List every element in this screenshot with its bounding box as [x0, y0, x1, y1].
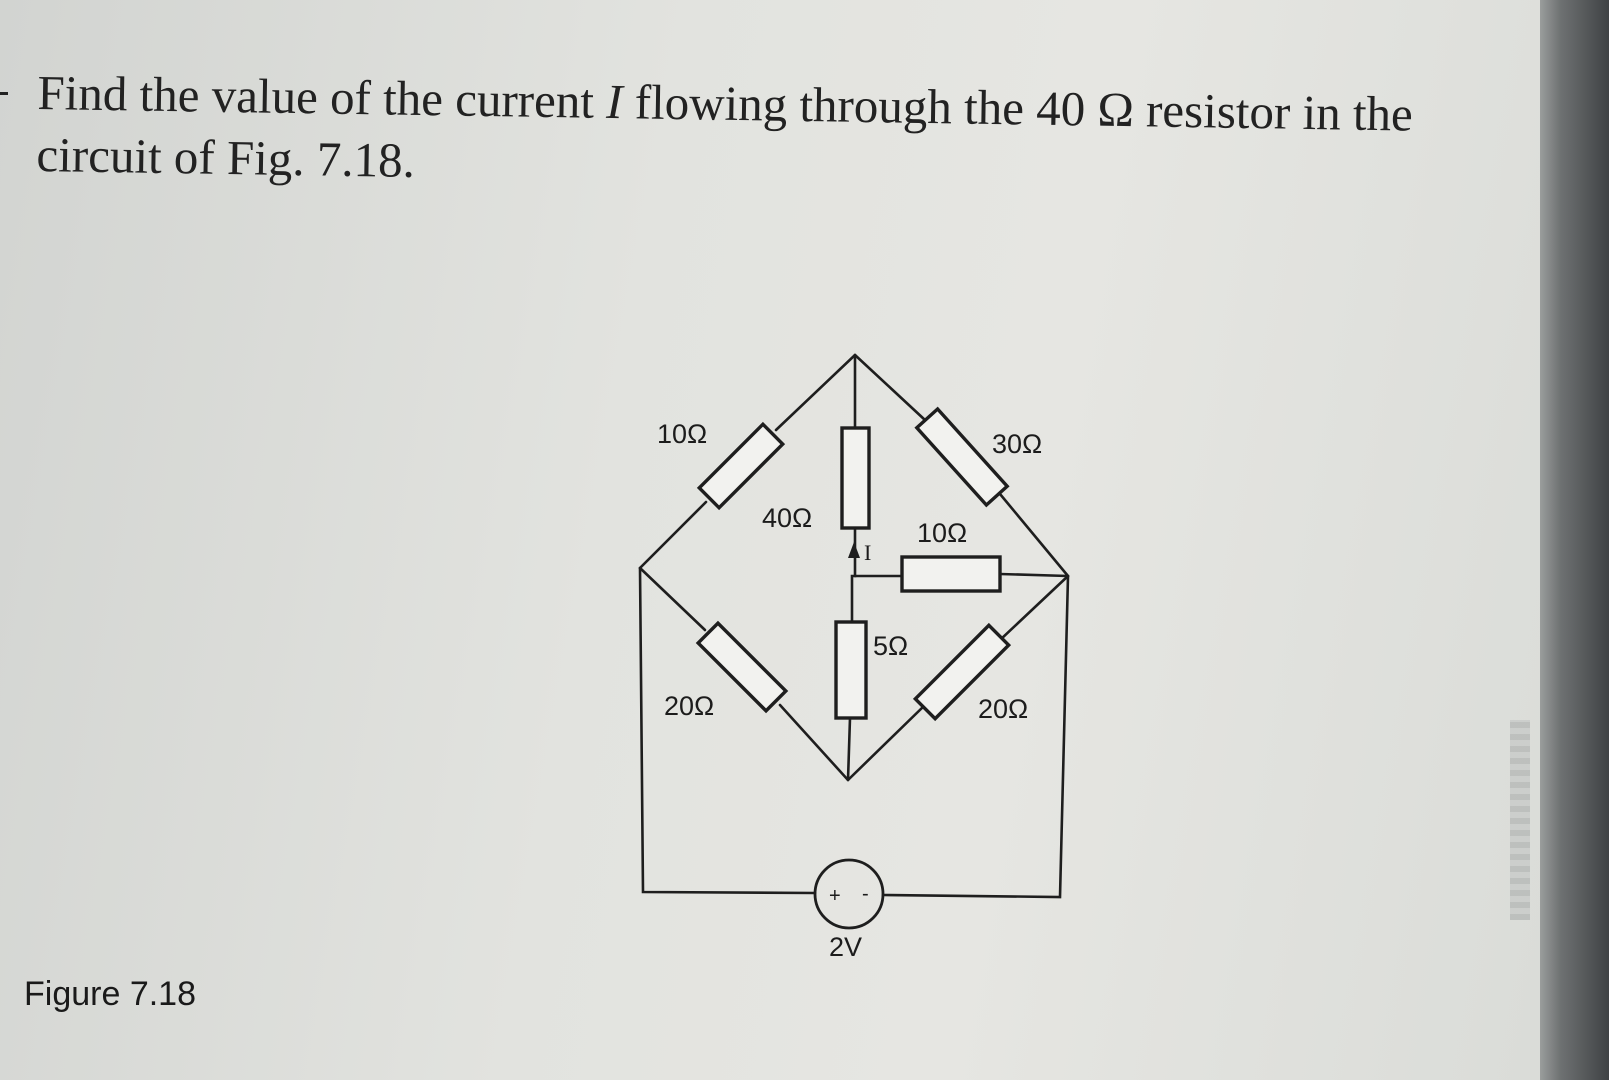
resistor-top-right: [914, 406, 1010, 508]
resistor-center-upper: [840, 426, 871, 530]
wire-left-to-bottom-left-resistor: [638, 566, 707, 632]
label-bottom-left-resistor: 20Ω: [664, 691, 714, 721]
bezel-label-strip: [1510, 720, 1530, 920]
label-source-voltage: 2V: [829, 932, 862, 962]
photographed-screen: [0, 0, 1540, 1080]
label-center-horizontal-resistor: 10Ω: [917, 518, 967, 548]
label-top-left-resistor: 10Ω: [657, 419, 707, 449]
wire-5-resistor-to-bottom: [846, 716, 852, 782]
figure-caption: Figure 7.18: [24, 975, 196, 1013]
current-arrow: [848, 542, 860, 558]
wire-bottom-right-resistor-to-right: [998, 574, 1070, 642]
label-bottom-right-resistor: 20Ω: [978, 694, 1028, 724]
wire-top-left-resistor-to-top: [774, 353, 857, 432]
wire-top-to-top-right-resistor: [853, 353, 927, 422]
resistor-bottom-right: [912, 622, 1012, 722]
wire-10-resistor-to-right: [998, 572, 1070, 578]
question-marker: [0, 92, 8, 95]
resistor-center-lower: [834, 620, 868, 720]
resistor-center-horizontal: [900, 555, 1002, 593]
wire-bottom-to-bottom-right-resistor: [846, 703, 927, 782]
label-center-upper-resistor: 40Ω: [762, 503, 812, 533]
wire-right-to-source-bottom-right: [881, 574, 1070, 899]
wire-top-right-resistor-to-right: [998, 492, 1070, 578]
label-top-right-resistor: 30Ω: [992, 429, 1042, 459]
resistor-top-left: [696, 421, 786, 511]
label-center-lower-resistor: 5Ω: [873, 631, 908, 661]
source-plus-sign: +: [829, 885, 841, 907]
voltage-source: [813, 858, 885, 930]
source-minus-sign: -: [862, 883, 869, 905]
current-label: I: [864, 540, 871, 565]
wire-left-to-top-left-resistor: [638, 500, 708, 570]
wire-bottom-left-resistor-to-bottom: [778, 703, 850, 782]
monitor-bezel: [1540, 0, 1609, 1080]
wire-left-to-source-bottom-left: [638, 566, 817, 895]
resistor-bottom-left: [695, 620, 789, 714]
